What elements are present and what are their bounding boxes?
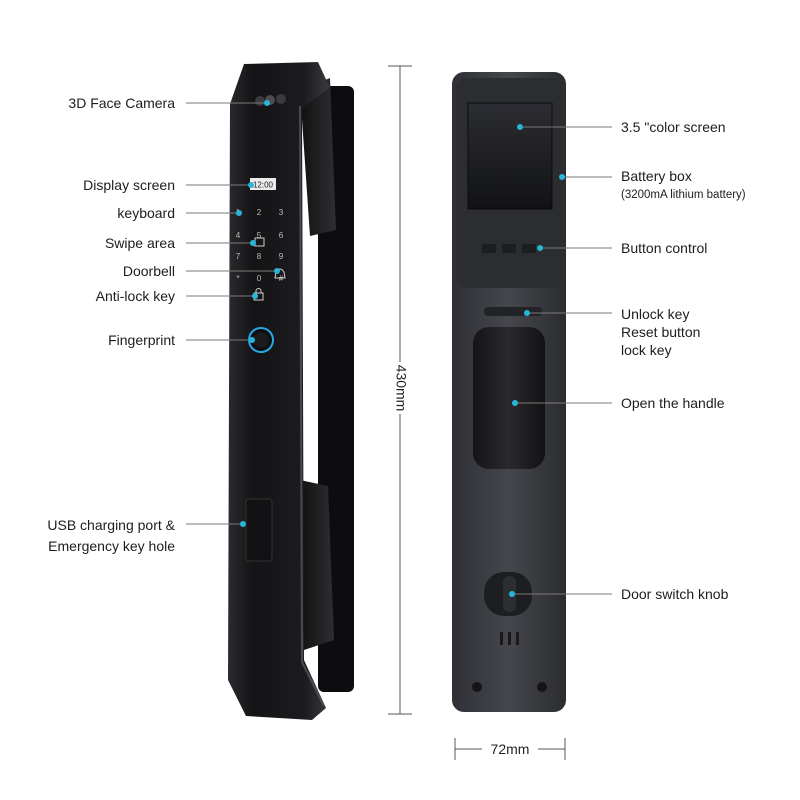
back-handle[interactable]	[473, 327, 545, 469]
marker-dot	[236, 210, 242, 216]
back-leader-lines	[512, 126, 612, 595]
marker-dot	[264, 100, 270, 106]
keypad-key[interactable]: 9	[279, 252, 284, 261]
front-leader-lines	[186, 102, 276, 525]
color-screen	[467, 102, 553, 210]
label-anti-lock-key: Anti-lock key	[95, 288, 175, 304]
vent-slot	[508, 632, 511, 645]
marker-dot	[249, 337, 255, 343]
label-swipe-area: Swipe area	[104, 235, 175, 251]
camera-lens-right	[276, 94, 286, 104]
back-marker-dots	[509, 124, 565, 597]
label-open-handle: Open the handle	[621, 395, 725, 411]
label-fingerprint: Fingerprint	[108, 332, 175, 348]
front-marker-dots	[236, 100, 280, 527]
usb-port-cover[interactable]	[245, 498, 273, 562]
height-dimension	[388, 65, 412, 715]
back-panel	[452, 72, 566, 712]
front-lock: 12:00 1 2 3 4 5 6 7 8 9 * 0 #	[228, 62, 354, 720]
label-unlock-key: Unlock key	[621, 306, 690, 322]
keypad-key[interactable]: 5	[257, 231, 262, 240]
front-lock-edge	[299, 105, 325, 707]
label-usb-line-1: USB charging port &	[47, 517, 175, 533]
label-battery-detail: (3200mA lithium battery)	[621, 189, 746, 201]
label-reset-button: Reset button	[621, 324, 701, 340]
marker-dot	[274, 268, 280, 274]
key-bar[interactable]	[484, 307, 542, 316]
control-button[interactable]	[522, 244, 536, 253]
label-3d-face-camera: 3D Face Camera	[68, 95, 175, 111]
label-keyboard: keyboard	[117, 205, 175, 221]
keypad-key[interactable]: 7	[236, 252, 241, 261]
marker-dot	[250, 240, 256, 246]
marker-dot	[252, 293, 258, 299]
marker-dot	[240, 521, 246, 527]
front-handle-upper	[300, 78, 336, 236]
fingerprint-sensor	[253, 332, 269, 348]
label-display-screen: Display screen	[83, 177, 175, 193]
control-button[interactable]	[482, 244, 496, 253]
screw	[537, 682, 547, 692]
keypad-key[interactable]: 0	[257, 274, 262, 283]
keypad-key[interactable]: 8	[257, 252, 262, 261]
label-usb-line-2: Emergency key hole	[48, 538, 175, 554]
marker-dot	[517, 124, 523, 130]
keypad-key[interactable]: 2	[257, 208, 262, 217]
marker-dot	[512, 400, 518, 406]
label-doorbell: Doorbell	[122, 263, 175, 279]
keypad-key[interactable]: 3	[279, 208, 284, 217]
marker-dot	[524, 310, 530, 316]
front-display-time: 12:00	[253, 181, 274, 190]
height-dimension-label: 430mm	[393, 365, 409, 412]
marker-dot	[248, 182, 254, 188]
label-lock-key: lock key	[621, 342, 672, 358]
width-dimension-label: 72mm	[491, 741, 530, 757]
vent-slot	[500, 632, 503, 645]
label-battery-box: Battery box	[621, 168, 692, 184]
keypad-key[interactable]: 6	[279, 231, 284, 240]
front-handle-lower	[300, 480, 334, 650]
marker-dot	[559, 174, 565, 180]
width-dimension	[454, 738, 566, 760]
keypad-key[interactable]: *	[236, 274, 239, 283]
keypad-key[interactable]: 4	[236, 231, 241, 240]
label-color-screen: 3.5 "color screen	[621, 119, 726, 135]
label-button-control: Button control	[621, 240, 708, 256]
vent-slot	[516, 632, 519, 645]
marker-dot	[537, 245, 543, 251]
marker-dot	[509, 591, 515, 597]
front-display	[250, 178, 276, 190]
camera-lens-left	[255, 96, 265, 106]
anti-lock-shackle	[255, 288, 262, 293]
screw	[472, 682, 482, 692]
control-button[interactable]	[502, 244, 516, 253]
label-door-switch-knob: Door switch knob	[621, 586, 729, 602]
